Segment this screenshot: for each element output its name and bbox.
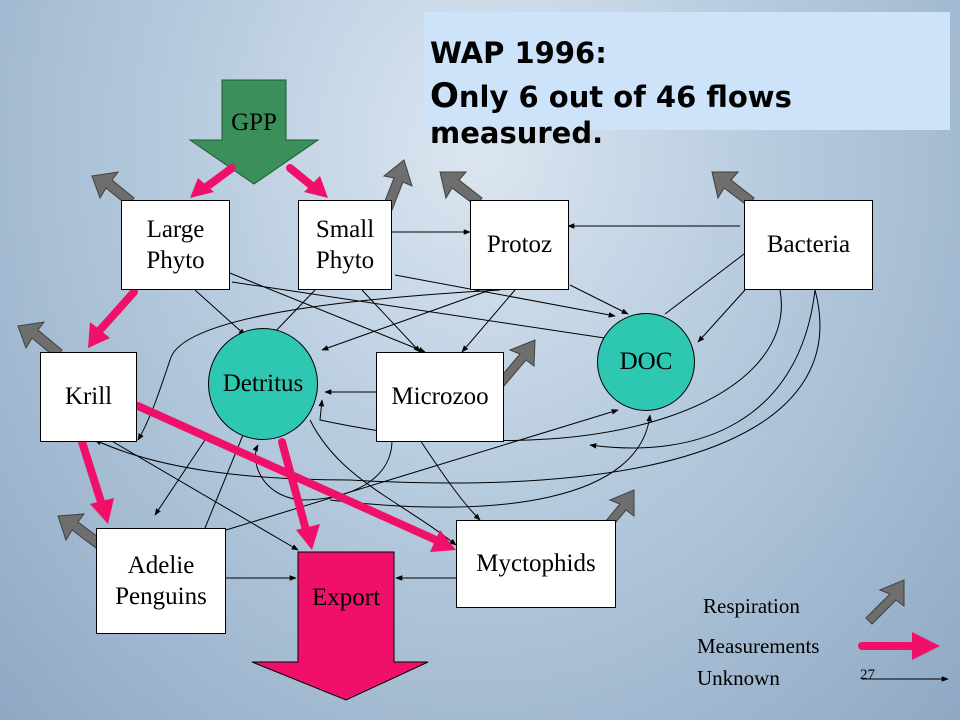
node-microzoo: Microzoo — [376, 352, 504, 442]
gpp-arrow — [188, 79, 320, 185]
measured-flow-head — [88, 322, 110, 348]
flow-arrow — [225, 409, 619, 531]
flow-arrow — [137, 289, 501, 441]
slide-title: WAP 1996: — [430, 36, 607, 70]
flow-arrow — [697, 289, 746, 343]
flow-arrow — [394, 274, 616, 318]
flow-arrow — [461, 289, 516, 353]
node-large-phyto: Large Phyto — [121, 200, 230, 290]
legend-measurements-label: Measurements — [697, 634, 820, 658]
node-doc: DOC — [597, 313, 695, 411]
flow-arrow — [231, 281, 619, 342]
flow-arrow — [569, 284, 629, 315]
measured-flow-gpp-small-phyto — [286, 164, 316, 190]
flow-arrow — [589, 289, 816, 449]
node-krill: Krill — [40, 352, 137, 442]
flow-arrow — [664, 247, 753, 315]
measured-flow-head — [90, 498, 114, 524]
flow-arrow — [154, 439, 206, 516]
flow-arrow — [204, 429, 246, 529]
measured-flow-large-phyto-krill — [96, 288, 138, 334]
flow-arrow — [329, 414, 653, 508]
flow-arrow — [309, 419, 457, 546]
measured-flow-gpp-large-phyto — [201, 164, 236, 192]
measured-flow-head — [430, 530, 456, 552]
flow-arrow — [361, 289, 421, 353]
subtitle-initial: O — [430, 76, 459, 116]
legend-measurements-arrow-head — [912, 632, 940, 660]
legend-unknown-label: Unknown — [697, 666, 780, 690]
title-box — [424, 12, 950, 130]
measured-flow-head — [304, 176, 328, 198]
measured-flow-detritus-export — [278, 438, 310, 534]
flow-arrow — [419, 439, 481, 521]
node-myctophids: Myctophids — [456, 520, 616, 608]
node-adelie-penguins: Adelie Penguins — [96, 528, 226, 634]
flow-arrow — [209, 264, 426, 353]
flow-arrow — [194, 289, 246, 336]
page-number: 27 — [860, 667, 875, 683]
measured-flow-krill-penguins — [78, 438, 106, 509]
flow-arrow — [94, 289, 821, 484]
legend-respiration-label: Respiration — [703, 594, 800, 618]
legend-respiration-arrow — [865, 579, 905, 625]
node-export: Export — [311, 584, 381, 611]
flow-arrow — [271, 289, 316, 336]
slide-subtitle: Only 6 out of 46 flows measured. — [430, 76, 960, 150]
subtitle-rest: nly 6 out of 46 flows measured. — [430, 80, 792, 150]
flow-arrow — [109, 439, 299, 551]
node-gpp: GPP — [231, 109, 277, 136]
measured-flow-head — [296, 524, 320, 550]
node-bacteria: Bacteria — [744, 200, 873, 290]
node-small-phyto: Small Phyto — [298, 200, 392, 290]
measured-flow-head — [190, 178, 214, 198]
node-protoz: Protoz — [470, 200, 569, 290]
export-arrow — [251, 551, 429, 701]
node-detritus: Detritus — [208, 328, 318, 440]
flow-arrow — [321, 289, 491, 351]
